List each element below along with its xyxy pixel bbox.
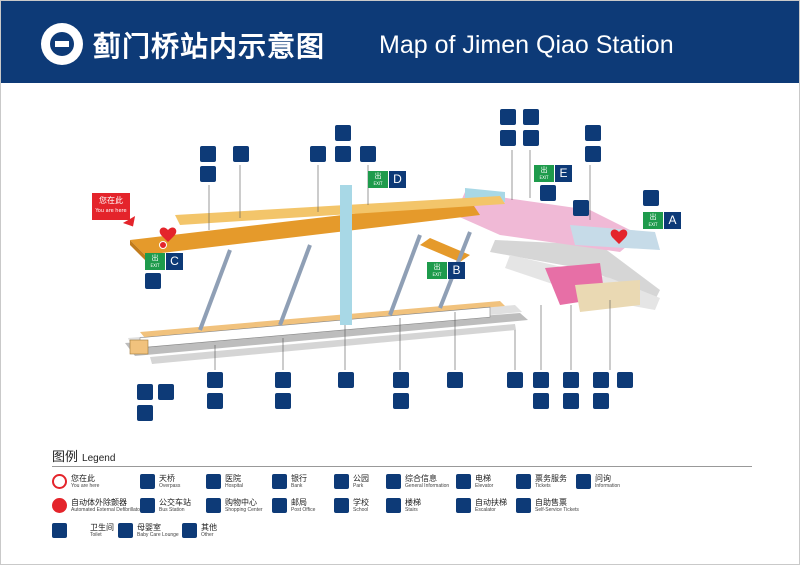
hospital-icon <box>206 474 221 489</box>
exit-c-letter: C <box>166 253 183 270</box>
toilet-icon <box>52 523 67 538</box>
elevator-icon <box>338 372 354 388</box>
legend-divider <box>52 466 752 467</box>
exit-e-letter: E <box>555 165 572 182</box>
you-are-here-cn: 您在此 <box>99 196 123 205</box>
escalator-icon <box>456 498 471 513</box>
self-service-tickets-icon <box>233 146 249 162</box>
elevator-icon <box>533 372 549 388</box>
tickets-icon <box>585 146 601 162</box>
exit-d-letter: D <box>389 171 406 188</box>
stairs-icon <box>523 109 539 125</box>
escalator-icon <box>447 372 463 388</box>
elevator-icon <box>643 190 659 206</box>
escalator-icon <box>393 393 409 409</box>
right-platform <box>490 240 660 312</box>
aed-icon <box>52 498 67 513</box>
self-service-tickets-icon <box>310 146 326 162</box>
information-icon <box>335 125 351 141</box>
elevator-shaft <box>340 185 352 325</box>
escalator-icon <box>523 130 539 146</box>
elevator-icon <box>360 146 376 162</box>
information-icon <box>576 474 591 489</box>
you-are-here-tag: 您在此 You are here <box>92 193 130 220</box>
information-icon <box>500 109 516 125</box>
escalator-icon <box>207 393 223 409</box>
tickets-icon <box>335 146 351 162</box>
escalator-icon <box>275 393 291 409</box>
overpass-icon <box>140 474 155 489</box>
tickets-icon <box>500 130 516 146</box>
page-header: 蓟门桥站内示意图 Map of Jimen Qiao Station <box>1 1 799 83</box>
stairs-icon <box>393 372 409 388</box>
school-icon <box>334 498 349 513</box>
tickets-icon <box>200 166 216 182</box>
stairs-icon <box>533 393 549 409</box>
toilet-icon <box>137 384 153 400</box>
page-title-cn: 蓟门桥站内示意图 <box>93 30 326 63</box>
bus-icon <box>140 498 155 513</box>
information-icon <box>200 146 216 162</box>
beijing-subway-logo-icon <box>41 23 83 65</box>
post-office-icon <box>272 498 287 513</box>
you-are-here-marker <box>159 241 167 249</box>
self-service-tickets-icon <box>516 498 531 513</box>
other-icon <box>182 523 197 538</box>
self-service-tickets-icon <box>540 185 556 201</box>
accessible-icon <box>158 384 174 400</box>
information-icon <box>585 125 601 141</box>
exit-b-letter: B <box>448 262 465 279</box>
park-icon <box>334 474 349 489</box>
self-service-tickets-icon <box>573 200 589 216</box>
bank-icon <box>272 474 287 489</box>
elevator-icon <box>456 474 471 489</box>
concourse <box>130 196 505 262</box>
aed-marker <box>159 227 628 244</box>
stairs-icon <box>207 372 223 388</box>
baby-care-icon <box>118 523 133 538</box>
you-are-here-en: You are here <box>95 208 127 214</box>
stairs-icon <box>507 372 523 388</box>
baby-care-icon <box>593 393 609 409</box>
stairs-icon <box>275 372 291 388</box>
accessible-icon <box>617 372 633 388</box>
baby-care-icon <box>137 405 153 421</box>
lower-train <box>129 306 491 355</box>
shopping-icon <box>206 498 221 513</box>
escalator-icon <box>563 393 579 409</box>
page-title-en: Map of Jimen Qiao Station <box>379 31 674 59</box>
you-are-here-icon <box>52 474 67 489</box>
tickets-icon <box>516 474 531 489</box>
station-map <box>125 150 660 370</box>
stairs-icon <box>563 372 579 388</box>
stairs-icon <box>386 498 401 513</box>
general-info-icon <box>386 474 401 489</box>
elevator-icon <box>145 273 161 289</box>
exit-a-letter: A <box>664 212 681 229</box>
toilet-icon <box>593 372 609 388</box>
